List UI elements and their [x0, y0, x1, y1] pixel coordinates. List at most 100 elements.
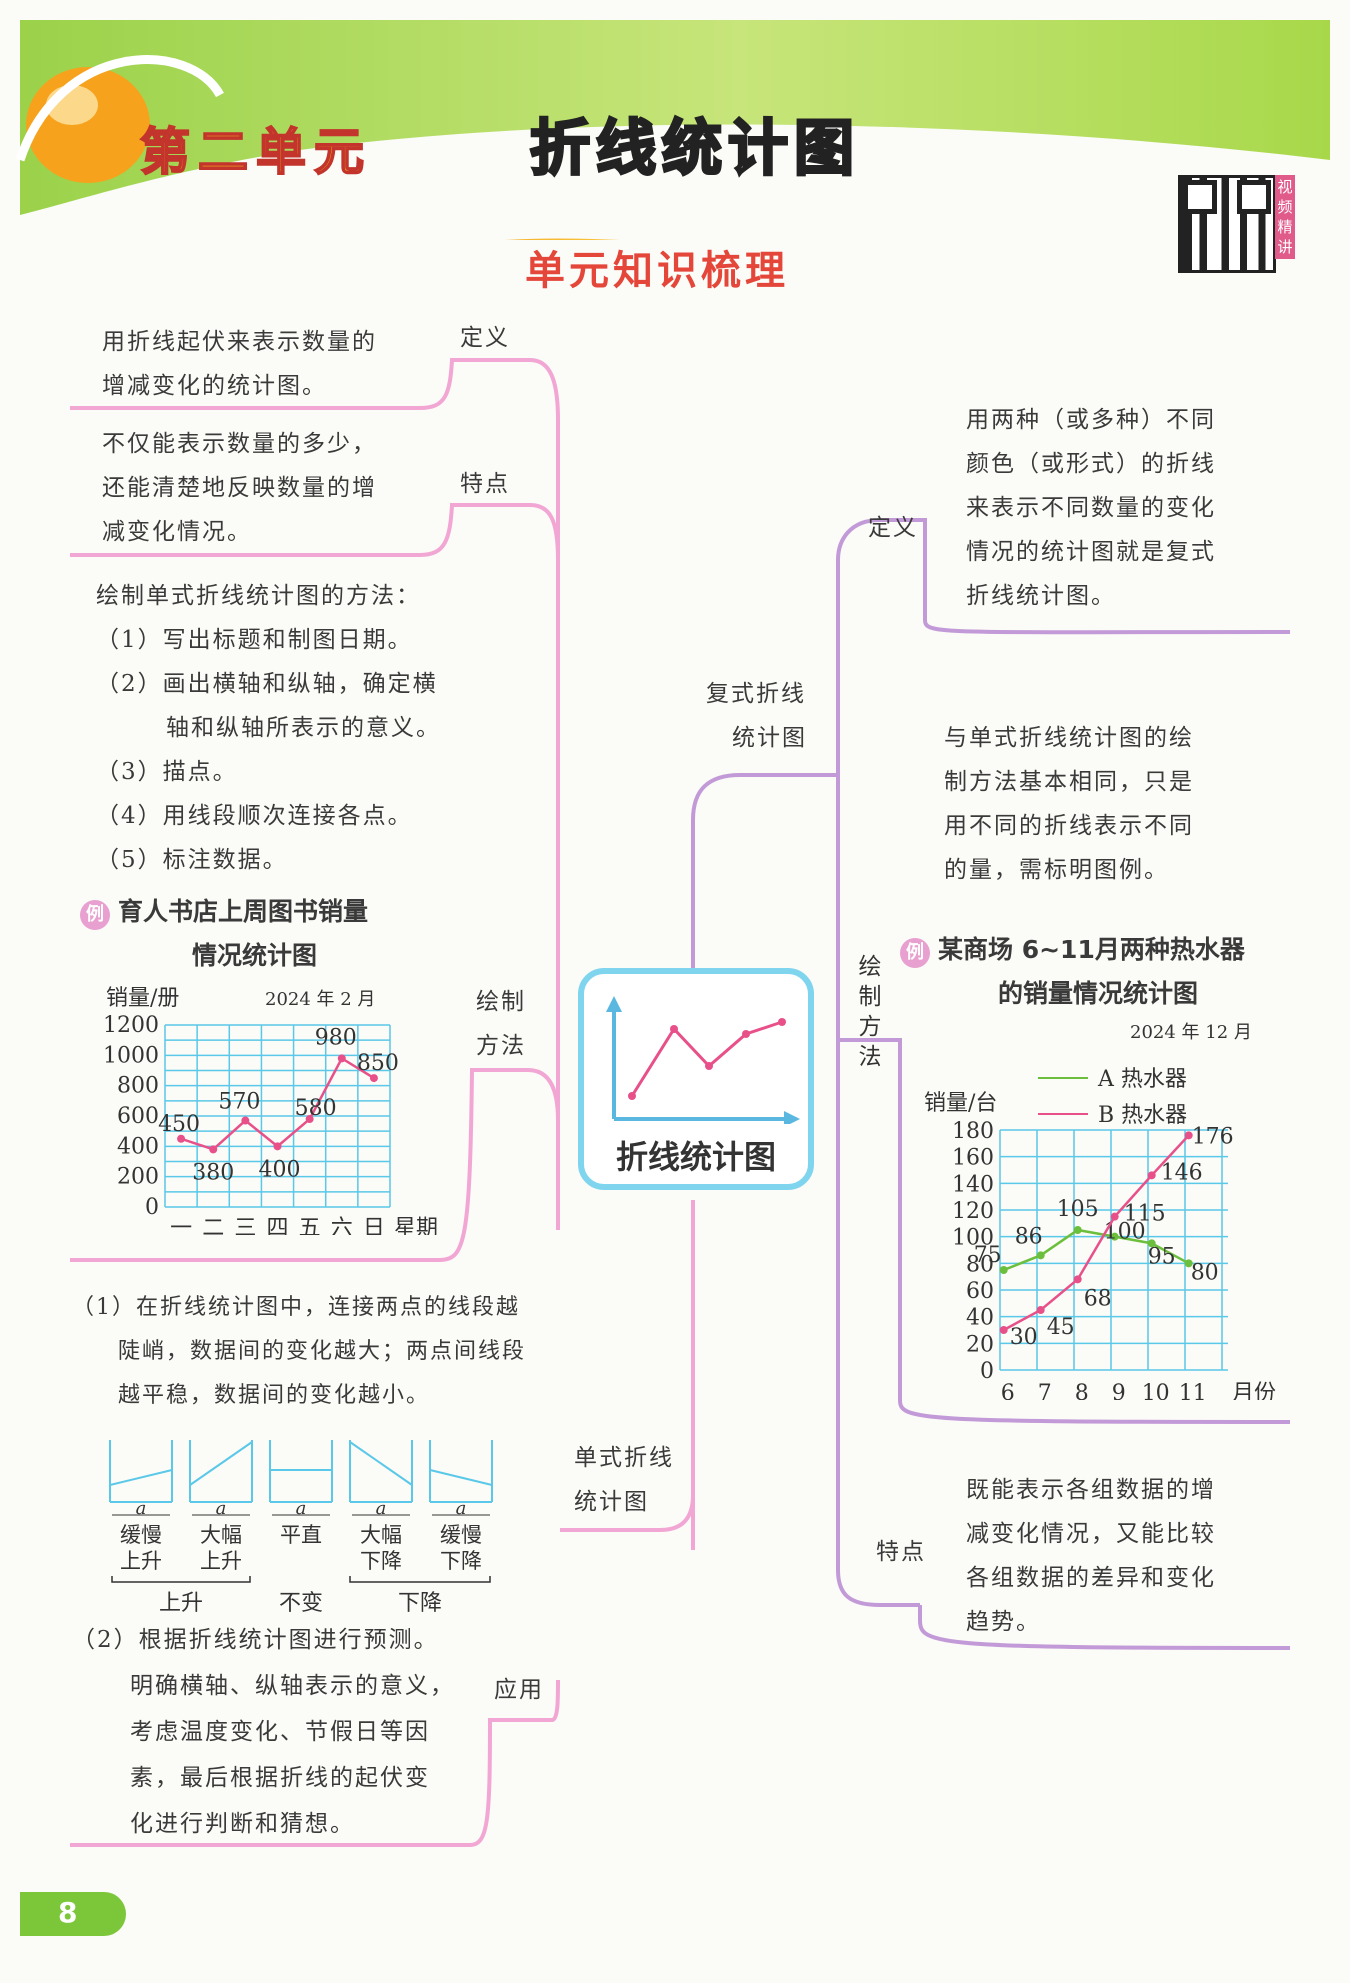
data-point — [1147, 1239, 1156, 1248]
slope-line — [349, 1441, 413, 1486]
data-point — [1184, 1259, 1193, 1268]
group-bracket — [349, 1576, 491, 1583]
data-label: 570 — [218, 1090, 260, 1115]
data-label: 580 — [295, 1096, 337, 1121]
left-feature-line-1: 不仅能表示数量的多少， — [102, 431, 377, 457]
y-tick-label: 60 — [966, 1279, 994, 1304]
slope-line — [429, 1469, 493, 1486]
example1-title-line-2: 情况统计图 — [192, 941, 318, 970]
x-tick-label: 9 — [1112, 1381, 1126, 1400]
compound-label-1: 复式折线 — [706, 681, 806, 707]
page-number-tab — [20, 1892, 126, 1936]
example2-title-line-2: 的销量情况统计图 — [998, 979, 1199, 1008]
x-tick-label: 8 — [1075, 1381, 1089, 1400]
example1-title-text: 育人书店上周图书销量 — [118, 897, 369, 926]
x-tick-label: 7 — [1038, 1381, 1052, 1400]
apply2-line-4: 素，最后根据折线的起伏变 — [130, 1765, 430, 1791]
data-point — [1110, 1232, 1119, 1241]
legend-label: A 热水器 — [1097, 1067, 1187, 1092]
method-line-6: （4）用线段顺次连接各点。 — [96, 803, 413, 829]
data-point — [1147, 1171, 1156, 1180]
example-badge: 例 — [900, 938, 930, 968]
data-point — [273, 1142, 282, 1151]
data-point — [1073, 1226, 1082, 1234]
right-method-line-3: 用不同的折线表示不同 — [944, 813, 1194, 839]
data-label: 95 — [1148, 1244, 1176, 1269]
slope-label: 缓慢 — [440, 1523, 482, 1547]
data-label: 45 — [1047, 1315, 1075, 1340]
y-axis-label: 销量/册 — [106, 986, 179, 1011]
right-method-line-1: 与单式折线统计图的绘 — [944, 725, 1194, 751]
y-tick-label: 200 — [117, 1165, 159, 1190]
data-label: 30 — [1010, 1325, 1038, 1350]
left-definition-label: 定义 — [460, 325, 510, 351]
data-point — [1110, 1212, 1119, 1221]
slope-line — [109, 1469, 173, 1486]
data-point — [1036, 1251, 1045, 1260]
y-tick-label: 140 — [952, 1172, 994, 1197]
left-method-label-2: 方法 — [476, 1033, 526, 1059]
right-feature-line-1: 既能表示各组数据的增 — [966, 1477, 1216, 1503]
method-line-4: 轴和纵轴所表示的意义。 — [166, 715, 441, 741]
data-label: 86 — [1015, 1224, 1043, 1249]
data-point — [209, 1145, 218, 1154]
data-label: 105 — [1057, 1197, 1099, 1222]
series-line — [180, 1056, 375, 1151]
data-point — [305, 1115, 314, 1124]
data-label: 68 — [1084, 1286, 1112, 1311]
data-label: 115 — [1124, 1202, 1166, 1227]
apply2-line-3: 考虑温度变化、节假日等因 — [130, 1719, 430, 1745]
example2-title-text: 某商场 6~11月两种热水器 — [938, 935, 1245, 964]
apply2-line-2: 明确横轴、纵轴表示的意义， — [130, 1673, 455, 1699]
data-label: 980 — [315, 1025, 357, 1050]
data-label: 80 — [1191, 1260, 1219, 1285]
example2-title-line-1: 例某商场 6~11月两种热水器 — [900, 928, 1245, 972]
left-feature-line-2: 还能清楚地反映数量的增 — [102, 475, 377, 501]
right-definition-line-4: 情况的统计图就是复式 — [966, 539, 1216, 565]
x-axis-label: 星期 — [394, 1216, 438, 1235]
data-point — [241, 1116, 250, 1125]
group-label: 上升 — [159, 1591, 203, 1616]
slope-label: 下降 — [440, 1549, 482, 1573]
chart-date: 2024 年 2 月 — [265, 989, 375, 1010]
apply2-line-5: 化进行判断和猜想。 — [130, 1811, 355, 1837]
y-tick-label: 1200 — [103, 1013, 159, 1038]
single-label-2: 统计图 — [574, 1489, 649, 1515]
apply2-line-1: （2）根据折线统计图进行预测。 — [72, 1627, 439, 1653]
data-point — [1036, 1306, 1045, 1314]
data-label: 850 — [357, 1051, 399, 1076]
slope-line — [189, 1441, 253, 1486]
data-point — [177, 1134, 186, 1143]
slope-diagrams: a缓慢上升a大幅上升a平直a大幅下降a缓慢下降上升不变下降 — [109, 1440, 493, 1616]
y-tick-label: 0 — [145, 1195, 159, 1220]
y-axis-label: 销量/台 — [924, 1091, 997, 1116]
data-point — [1184, 1131, 1193, 1140]
chart-date: 2024 年 12 月 — [1130, 1022, 1252, 1043]
data-label: 176 — [1192, 1124, 1234, 1149]
x-tick-label: 6 — [1001, 1381, 1015, 1400]
x-tick-label: 六 — [331, 1216, 353, 1235]
y-tick-label: 120 — [952, 1199, 994, 1224]
x-tick-label: 五 — [299, 1216, 321, 1235]
right-definition-line-1: 用两种（或多种）不同 — [966, 407, 1216, 433]
method-line-7: （5）标注数据。 — [96, 847, 288, 873]
slope-label: 上升 — [120, 1549, 162, 1573]
compound-label-2: 统计图 — [732, 725, 807, 751]
angle-label: a — [216, 1498, 227, 1519]
right-feature-line-3: 各组数据的差异和变化 — [966, 1565, 1216, 1591]
mini-line-chart-icon — [606, 996, 800, 1124]
angle-label: a — [136, 1498, 147, 1519]
method-line-5: （3）描点。 — [96, 759, 238, 785]
right-definition-line-2: 颜色（或形式）的折线 — [966, 451, 1216, 477]
slope-label: 上升 — [200, 1549, 242, 1573]
center-label: 折线统计图 — [615, 1138, 776, 1176]
right-method-char-2: 制 — [858, 984, 884, 1010]
x-tick-label: 三 — [234, 1216, 256, 1235]
data-label: 380 — [192, 1160, 234, 1185]
qr-code-icon[interactable] — [1178, 175, 1276, 273]
angle-label: a — [456, 1498, 467, 1519]
y-tick-label: 0 — [980, 1359, 994, 1384]
right-feature-line-4: 趋势。 — [966, 1609, 1041, 1635]
